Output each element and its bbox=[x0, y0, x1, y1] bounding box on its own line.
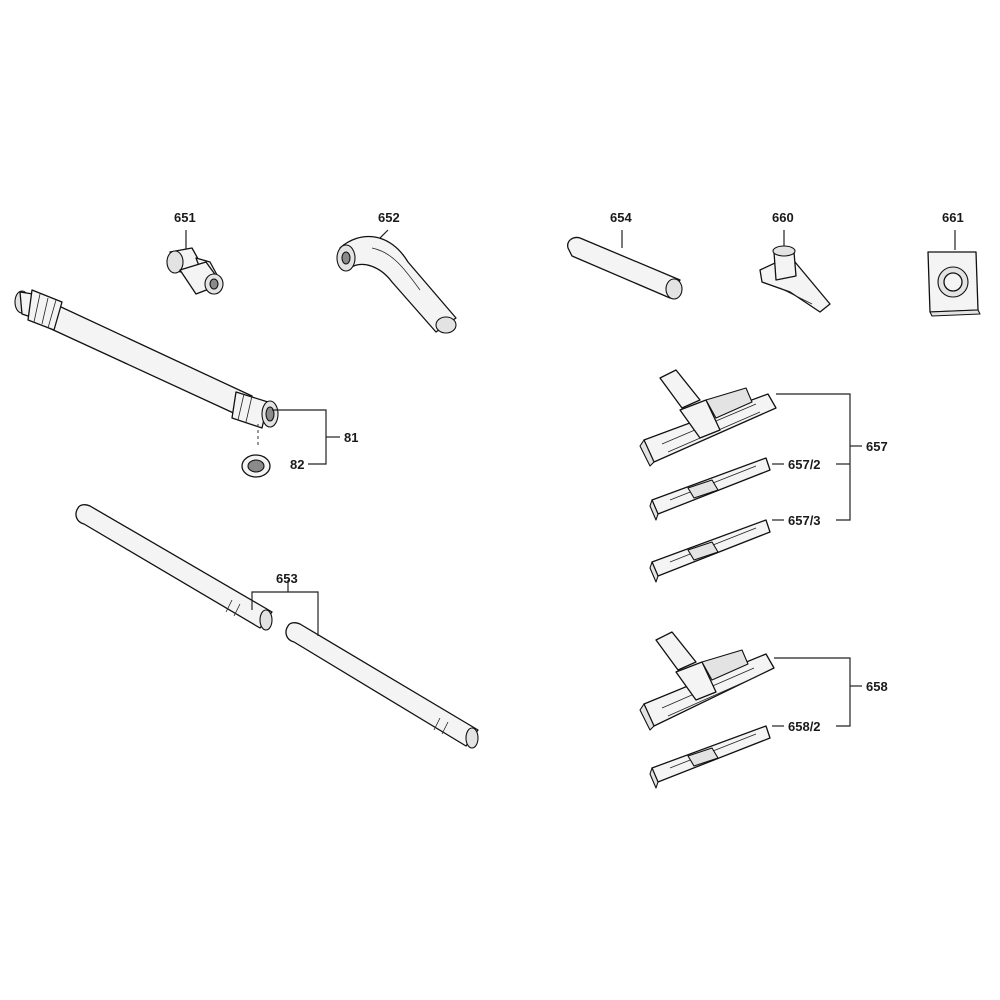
label-658-2: 658/2 bbox=[788, 719, 821, 734]
label-653: 653 bbox=[276, 571, 298, 586]
bracket-657 bbox=[772, 393, 862, 521]
label-654: 654 bbox=[610, 210, 632, 225]
part-657-3-insert-strip bbox=[649, 519, 771, 583]
label-651: 651 bbox=[174, 210, 196, 225]
label-82: 82 bbox=[290, 457, 304, 472]
part-661-filter-pad bbox=[927, 230, 981, 317]
label-661: 661 bbox=[942, 210, 964, 225]
part-652-curved-elbow bbox=[336, 229, 457, 334]
part-651-adapter bbox=[166, 230, 224, 295]
part-81-suction-hose bbox=[14, 289, 279, 448]
part-82-ring bbox=[241, 454, 271, 478]
part-654-crevice-tool bbox=[567, 230, 683, 300]
part-658-2-insert-strip bbox=[649, 725, 771, 789]
label-652: 652 bbox=[378, 210, 400, 225]
bracket-81-82 bbox=[272, 409, 340, 465]
label-657-2: 657/2 bbox=[788, 457, 821, 472]
label-81: 81 bbox=[344, 430, 358, 445]
label-658: 658 bbox=[866, 679, 888, 694]
bracket-658 bbox=[772, 657, 862, 727]
part-657-floor-nozzle bbox=[639, 369, 777, 467]
part-657-2-insert-strip bbox=[649, 457, 771, 521]
label-657-3: 657/3 bbox=[788, 513, 821, 528]
part-653-extension-tubes bbox=[75, 504, 479, 749]
part-658-floor-nozzle bbox=[639, 631, 775, 731]
label-660: 660 bbox=[772, 210, 794, 225]
label-657: 657 bbox=[866, 439, 888, 454]
part-660-nozzle bbox=[759, 230, 831, 313]
